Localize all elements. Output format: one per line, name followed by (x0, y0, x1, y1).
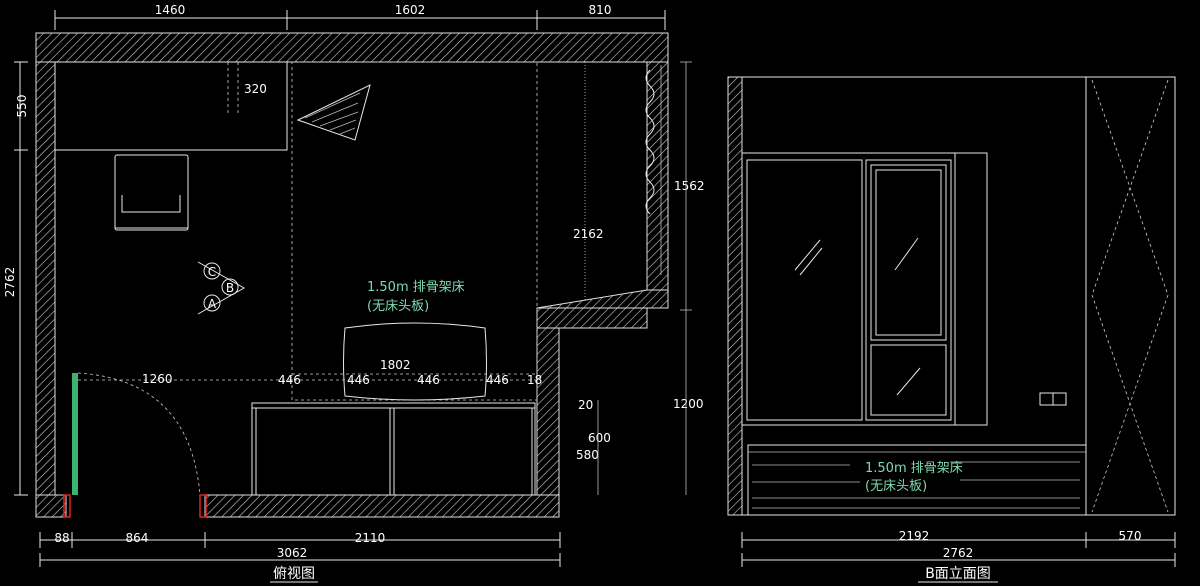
elevation-bottom-dim-2192: 2192 (899, 529, 930, 543)
marker-b: B (226, 281, 234, 295)
bed-width-dim: 1802 (380, 358, 411, 372)
elevation-window (741, 152, 988, 426)
wardrobe: 446 446 446 446 18 (251, 373, 542, 496)
plan-walls (35, 32, 669, 518)
plan-top-dimensions: 1460 1602 810 (54, 3, 666, 30)
elevation-bottom-total: 2762 (943, 546, 974, 560)
wardrobe-cell-2: 446 (347, 373, 370, 387)
low-600-dim: 600 (588, 431, 611, 445)
plan-left-dimensions: 550 2762 (3, 61, 41, 496)
plan-bottom-total: 3062 (277, 546, 308, 560)
elevation-bottom-dimensions: 2192 570 2762 B面立面图 (741, 529, 1176, 583)
marker-c: C (208, 265, 216, 279)
elevation-caption: B面立面图 (925, 566, 991, 582)
elevation-wardrobe (1085, 76, 1176, 516)
plan-top-dim-2: 1602 (395, 3, 426, 17)
plan-top-dim-3: 810 (589, 3, 612, 17)
curtain: 1562 2162 (573, 61, 705, 311)
elevation-bed-sublabel: (无床头板) (865, 479, 927, 494)
bed-label: 1.50m 排骨架床 (367, 280, 465, 295)
plan-bottom-dimensions: 88 864 2110 3062 俯视图 (39, 531, 561, 583)
elevation-bed: 1.50m 排骨架床 (无床头板) (747, 444, 1087, 516)
wardrobe-cell-3: 446 (417, 373, 440, 387)
desk-cabinet: 320 (54, 61, 288, 151)
plan-left-dim-550: 550 (15, 95, 29, 118)
plan-top-dim-1: 1460 (155, 3, 186, 17)
marker-a: A (208, 297, 217, 311)
cabinet-depth-dim: 320 (244, 82, 267, 96)
plan-bottom-dim-88: 88 (54, 531, 69, 545)
desk-chair (114, 154, 189, 231)
wardrobe-cell-5: 18 (527, 373, 542, 387)
elevation-bottom-dim-570: 570 (1119, 529, 1142, 543)
plan-view: 1460 1602 810 550 2762 (3, 3, 705, 583)
plan-left-dim-2762: 2762 (3, 267, 17, 298)
low-580-dim: 580 (576, 448, 599, 462)
wardrobe-cell-4: 446 (486, 373, 509, 387)
center-height-dim: 2162 (573, 227, 604, 241)
right-height-dim: 1562 (674, 179, 705, 193)
door: 1260 (63, 372, 250, 518)
right-low-dim: 1200 (673, 397, 704, 411)
plan-bottom-dim-864: 864 (126, 531, 149, 545)
wardrobe-cell-1: 446 (278, 373, 301, 387)
elevation-view: 1.50m 排骨架床 (无床头板) 2192 570 2762 B面立面图 (727, 76, 1176, 583)
bed-sublabel: (无床头板) (367, 299, 429, 314)
view-markers: C B A (197, 261, 246, 315)
elevation-socket (1039, 392, 1067, 406)
elevation-bed-label: 1.50m 排骨架床 (865, 461, 963, 476)
plan-bottom-dim-2110: 2110 (355, 531, 386, 545)
step-depth-dim: 20 (578, 398, 593, 412)
plan-right-lower-dims: 20 600 580 1200 (576, 310, 704, 495)
plan-caption: 俯视图 (273, 566, 315, 582)
bed-outline: 1.50m 排骨架床 (无床头板) 1802 (291, 61, 538, 401)
door-width-dim: 1260 (142, 372, 173, 386)
